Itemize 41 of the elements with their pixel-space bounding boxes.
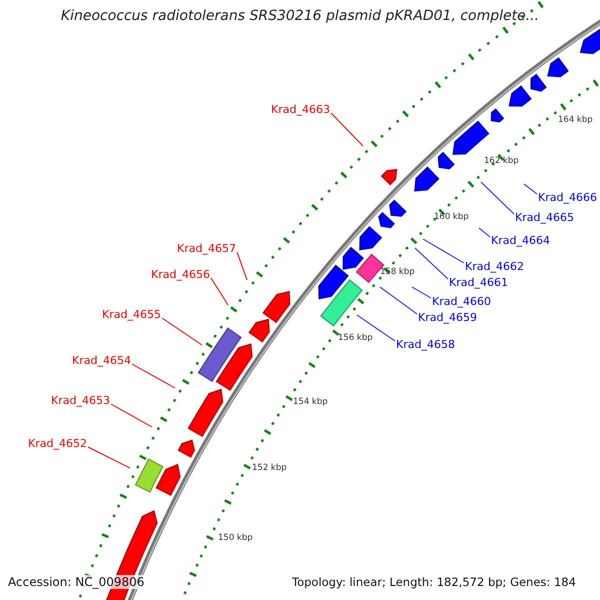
gene-label: Krad_4655: [102, 308, 161, 321]
gene-label: Krad_4660: [432, 295, 491, 308]
leader-line: [110, 404, 152, 428]
leader-line: [414, 248, 448, 280]
gene-label: Krad_4664: [491, 234, 550, 247]
leader-line: [478, 228, 490, 238]
gene-label: Krad_4661: [449, 276, 508, 289]
kbp-tick-label: 158 kbp: [380, 267, 415, 277]
kbp-tick-label: 150 kbp: [218, 533, 253, 543]
kbp-tick-label: 156 kbp: [338, 333, 373, 343]
map-title: Kineococcus radiotolerans SRS30216 plasmid pKRAD01, complete...: [60, 8, 540, 24]
gene-label: Krad_4666: [538, 191, 597, 204]
kbp-tick-label: 160 kbp: [434, 212, 469, 222]
gene-label: Krad_4662: [465, 260, 524, 273]
leader-line: [330, 112, 364, 146]
leader-line: [380, 286, 418, 314]
gene-label: Krad_4658: [396, 338, 455, 351]
leader-line: [422, 238, 464, 264]
gene-label: Krad_4656: [151, 268, 210, 281]
leader-line: [236, 252, 248, 280]
gene-label: Krad_4663: [271, 103, 330, 116]
kbp-tick-label: 164 kbp: [558, 115, 593, 125]
gene-label: Krad_4653: [51, 394, 110, 407]
leader-line: [88, 446, 130, 468]
leader-line: [412, 286, 432, 298]
leader-line: [524, 184, 538, 194]
gene-label: Krad_4652: [28, 437, 87, 450]
genome-info-text: Topology: linear; Length: 182,572 bp; Genes: 184: [292, 575, 576, 589]
leader-line: [162, 318, 202, 346]
leader-line: [356, 314, 396, 342]
accession-text: Accession: NC_009806: [8, 575, 144, 589]
gene-label: Krad_4654: [72, 354, 131, 367]
kbp-tick-label: 154 kbp: [293, 397, 328, 407]
kbp-tick-label: 162 kbp: [484, 156, 519, 166]
leader-line: [132, 364, 176, 388]
gene-label: Krad_4659: [418, 311, 477, 324]
leader-line: [480, 182, 514, 214]
kbp-tick-label: 152 kbp: [252, 463, 287, 473]
leader-line: [210, 278, 228, 306]
gene-label: Krad_4665: [515, 211, 574, 224]
gene-label: Krad_4657: [177, 242, 236, 255]
